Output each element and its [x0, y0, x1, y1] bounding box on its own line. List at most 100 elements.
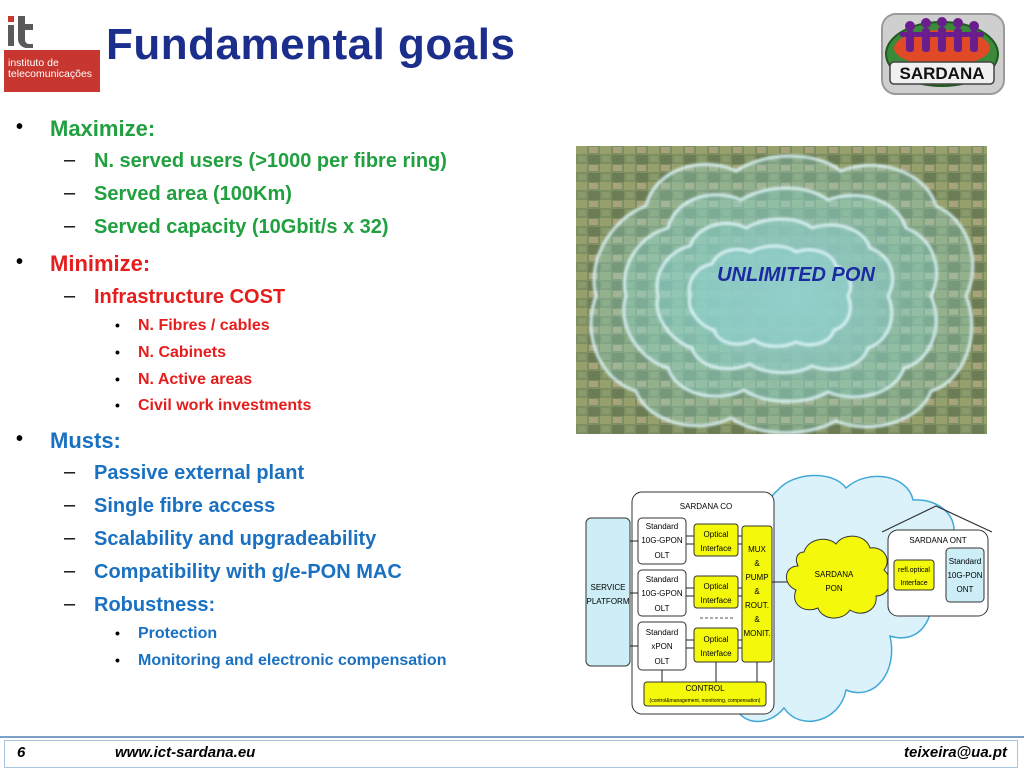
cost-item-3-text: N. Active areas	[138, 371, 253, 388]
it-logo-mark-icon	[8, 16, 33, 48]
dash-icon: –	[64, 527, 76, 549]
institute-name-line2: telecomunicações	[8, 68, 93, 80]
footer-email[interactable]: teixeira@ua.pt	[904, 744, 1007, 761]
optical3-line2: Interface	[700, 649, 732, 658]
musts-item-1-text: Passive external plant	[94, 462, 305, 484]
bullet-dot-icon: •	[16, 251, 24, 273]
co-title: SARDANA CO	[680, 502, 732, 511]
bullet-dot-icon: •	[16, 116, 24, 138]
maximize-item-2: – Served area (100Km)	[64, 182, 292, 206]
pon-line1: SARDANA	[815, 570, 854, 579]
bullet-dot-icon: •	[115, 344, 120, 360]
olt2-line3: OLT	[655, 604, 670, 613]
olt2-line1: Standard	[646, 575, 678, 584]
dash-icon: –	[64, 285, 76, 307]
sardana-pon-cloud	[786, 535, 891, 619]
control-title: CONTROL	[685, 684, 725, 693]
maximize-item-3: – Served capacity (10Gbit/s x 32)	[64, 215, 389, 239]
maximize-item-1: – N. served users (>1000 per fibre ring)	[64, 149, 447, 173]
service-line1: SERVICE	[591, 583, 626, 592]
musts-item-2-text: Single fibre access	[94, 495, 276, 517]
cost-item-4: • Civil work investments	[115, 397, 312, 415]
dash-icon: –	[64, 560, 76, 582]
musts-item-4: – Compatibility with g/e-PON MAC	[64, 560, 402, 584]
institute-logo: instituto de telecomunicações	[0, 12, 100, 92]
bullet-dot-icon: •	[115, 371, 120, 387]
bullet-maximize: • Maximize:	[16, 116, 156, 142]
mux-line2: &	[754, 559, 760, 568]
maximize-item-3-text: Served capacity (10Gbit/s x 32)	[94, 216, 389, 238]
mux-line3: PUMP	[745, 573, 768, 582]
mux-line4: &	[754, 587, 760, 596]
bullet-dot-icon: •	[115, 317, 120, 333]
slide-footer: 6 www.ict-sardana.eu teixeira@ua.pt	[4, 740, 1018, 768]
satellite-map-image: UNLIMITED PON	[576, 146, 987, 434]
robustness-item-2-text: Monitoring and electronic compensation	[138, 652, 447, 669]
optical2-line2: Interface	[700, 596, 732, 605]
musts-item-2: – Single fibre access	[64, 494, 276, 518]
olt3-line1: Standard	[646, 628, 678, 637]
dash-icon: –	[64, 494, 76, 516]
control-subtitle: (control&management, monitoring, compens…	[650, 698, 761, 704]
pon-line2: PON	[825, 584, 843, 593]
unlimited-pon-label: UNLIMITED PON	[717, 264, 875, 286]
page-number: 6	[17, 744, 26, 761]
cost-item-2-text: N. Cabinets	[138, 344, 227, 361]
sardana-logo-icon: SARDANA	[881, 13, 1005, 95]
olt1-line2: 10G-GPON	[641, 536, 683, 545]
cost-item-3: • N. Active areas	[115, 371, 253, 389]
bullet-dot-icon: •	[115, 652, 120, 668]
cost-item-1-text: N. Fibres / cables	[138, 317, 270, 334]
dash-icon: –	[64, 461, 76, 483]
mux-line6: &	[754, 615, 760, 624]
bullet-maximize-label: Maximize:	[50, 116, 156, 141]
bullet-musts-label: Musts:	[50, 428, 121, 453]
minimize-infrastructure-cost: – Infrastructure COST	[64, 285, 285, 309]
bullet-minimize-label: Minimize:	[50, 251, 151, 276]
bullet-dot-icon: •	[16, 428, 24, 450]
bullet-dot-icon: •	[115, 625, 120, 641]
institute-name: instituto de telecomunicações	[8, 58, 98, 80]
musts-item-1: – Passive external plant	[64, 461, 305, 485]
ont-title: SARDANA ONT	[909, 536, 966, 545]
optical3-line1: Optical	[704, 635, 729, 644]
cost-item-4-text: Civil work investments	[138, 397, 312, 414]
olt2-line2: 10G-GPON	[641, 589, 683, 598]
dash-icon: –	[64, 593, 76, 615]
maximize-item-1-text: N. served users (>1000 per fibre ring)	[94, 150, 447, 172]
dash-icon: –	[64, 215, 76, 237]
slide-title: Fundamental goals	[106, 20, 516, 69]
musts-item-4-text: Compatibility with g/e-PON MAC	[94, 561, 402, 583]
ont-line3: ONT	[957, 585, 974, 594]
robustness-item-1-text: Protection	[138, 625, 218, 642]
maximize-item-2-text: Served area (100Km)	[94, 183, 292, 205]
institute-logo-panel	[4, 50, 100, 92]
olt3-line3: OLT	[655, 657, 670, 666]
ont-line1: Standard	[949, 557, 981, 566]
cost-item-2: • N. Cabinets	[115, 344, 227, 362]
institute-name-line1: instituto de	[8, 57, 59, 69]
olt1-line3: OLT	[655, 551, 670, 560]
bullet-minimize: • Minimize:	[16, 251, 151, 277]
footer-divider	[0, 736, 1024, 738]
dash-icon: –	[64, 149, 76, 171]
musts-item-5-text: Robustness:	[94, 594, 216, 616]
refl-line1: refl.optical	[898, 567, 930, 574]
robustness-item-2: • Monitoring and electronic compensation	[115, 652, 447, 670]
optical1-line2: Interface	[700, 544, 732, 553]
olt3-line2: xPON	[651, 642, 673, 651]
musts-item-5: – Robustness:	[64, 593, 216, 617]
footer-url[interactable]: www.ict-sardana.eu	[115, 744, 256, 761]
sardana-logo-text: SARDANA	[900, 64, 985, 83]
bullet-dot-icon: •	[115, 397, 120, 413]
optical2-line1: Optical	[704, 582, 729, 591]
cost-item-1: • N. Fibres / cables	[115, 317, 270, 335]
musts-item-3: – Scalability and upgradeability	[64, 527, 376, 551]
olt1-line1: Standard	[646, 522, 678, 531]
service-line2: PLATFORM	[587, 597, 630, 606]
bullet-musts: • Musts:	[16, 428, 121, 454]
dash-icon: –	[64, 182, 76, 204]
ont-line2: 10G-PON	[947, 571, 982, 580]
refl-line2: Interface	[900, 580, 927, 587]
robustness-item-1: • Protection	[115, 625, 218, 643]
